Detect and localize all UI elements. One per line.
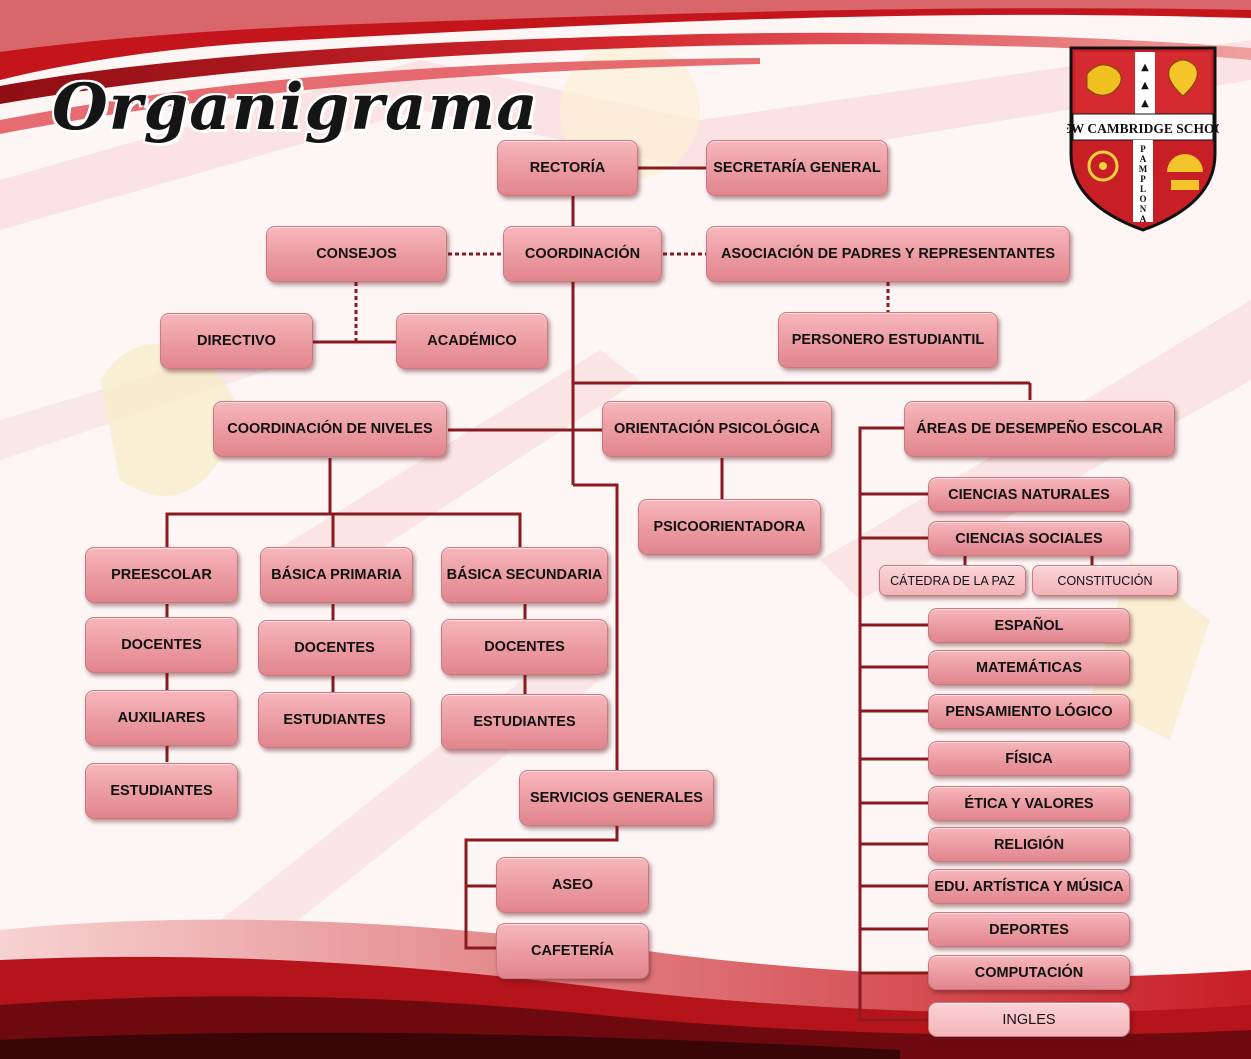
node-consejos: CONSEJOS (266, 226, 447, 282)
node-ciencias-sociales: CIENCIAS SOCIALES (928, 521, 1130, 556)
svg-text:▲: ▲ (1141, 98, 1149, 109)
node-personero-estudiantil: PERSONERO ESTUDIANTIL (778, 312, 998, 368)
node-preescolar: PREESCOLAR (85, 547, 238, 603)
node-matematicas: MATEMÁTICAS (928, 650, 1130, 685)
node-asociacion-padres: ASOCIACIÓN DE PADRES Y REPRESENTANTES (706, 226, 1070, 282)
node-secundaria-docentes: DOCENTES (441, 619, 608, 675)
node-academico: ACADÉMICO (396, 313, 548, 369)
node-constitucion: CONSTITUCIÓN (1032, 565, 1178, 596)
svg-text:▲: ▲ (1141, 80, 1149, 91)
svg-text:NEW CAMBRIDGE SCHOOL: NEW CAMBRIDGE SCHOOL (1067, 121, 1219, 136)
node-servicios-generales: SERVICIOS GENERALES (519, 770, 714, 826)
node-psicoorientadora: PSICOORIENTADORA (638, 499, 821, 555)
node-primaria-estudiantes: ESTUDIANTES (258, 692, 411, 748)
node-preescolar-auxiliares: AUXILIARES (85, 690, 238, 746)
node-preescolar-docentes: DOCENTES (85, 617, 238, 673)
node-etica-y-valores: ÉTICA Y VALORES (928, 786, 1130, 821)
node-aseo: ASEO (496, 857, 649, 913)
node-religion: RELIGIÓN (928, 827, 1130, 862)
node-catedra-de-la-paz: CÁTEDRA DE LA PAZ (879, 565, 1026, 596)
node-basica-primaria: BÁSICA PRIMARIA (260, 547, 413, 603)
node-computacion: COMPUTACIÓN (928, 955, 1130, 990)
node-pensamiento-logico: PENSAMIENTO LÓGICO (928, 694, 1130, 729)
svg-text:▲: ▲ (1141, 62, 1149, 73)
node-coordinacion-niveles: COORDINACIÓN DE NIVELES (213, 401, 447, 457)
node-cafeteria: CAFETERÍA (496, 923, 649, 979)
node-orientacion-psicologica: ORIENTACIÓN PSICOLÓGICA (602, 401, 832, 457)
node-deportes: DEPORTES (928, 912, 1130, 947)
node-rectoria: RECTORÍA (497, 140, 638, 196)
node-ciencias-naturales: CIENCIAS NATURALES (928, 477, 1130, 512)
node-primaria-docentes: DOCENTES (258, 620, 411, 676)
node-ingles: INGLES (928, 1002, 1130, 1037)
node-basica-secundaria: BÁSICA SECUNDARIA (441, 547, 608, 603)
node-preescolar-estudiantes: ESTUDIANTES (85, 763, 238, 819)
page-title: Organigrama (52, 70, 539, 145)
node-coordinacion: COORDINACIÓN (503, 226, 662, 282)
node-edu-artistica-musica: EDU. ARTÍSTICA Y MÚSICA (928, 869, 1130, 904)
node-espanol: ESPAÑOL (928, 608, 1130, 643)
node-directivo: DIRECTIVO (160, 313, 313, 369)
node-secretaria-general: SECRETARÍA GENERAL (706, 140, 888, 196)
node-fisica: FÍSICA (928, 741, 1130, 776)
node-secundaria-estudiantes: ESTUDIANTES (441, 694, 608, 750)
node-areas-desempeno: ÁREAS DE DESEMPEÑO ESCOLAR (904, 401, 1175, 457)
